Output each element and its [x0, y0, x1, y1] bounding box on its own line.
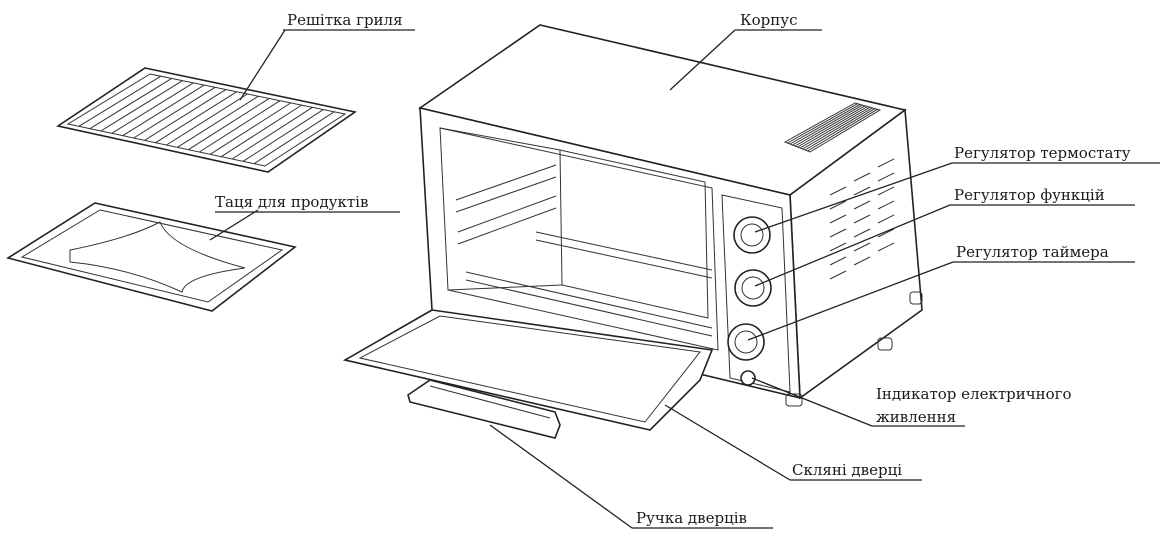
- label-function-knob: Регулятор функцій: [954, 186, 1105, 204]
- label-thermostat-knob: Регулятор термостату: [954, 144, 1131, 162]
- label-power-indicator-1: Індикатор електричного: [876, 385, 1072, 403]
- timer-knob[interactable]: [727, 323, 765, 361]
- label-glass-door: Скляні дверці: [792, 461, 902, 479]
- food-tray: [6, 202, 297, 312]
- grill-rack: [55, 67, 357, 173]
- label-door-handle: Ручка дверців: [636, 509, 747, 527]
- label-timer-knob: Регулятор таймера: [956, 243, 1109, 261]
- glass-door[interactable]: [342, 309, 714, 431]
- leader-lines: [209, 29, 1160, 529]
- door-handle[interactable]: [407, 379, 561, 439]
- label-housing: Корпус: [740, 11, 797, 29]
- label-power-indicator-2: живлення: [876, 408, 956, 426]
- function-knob[interactable]: [734, 269, 772, 307]
- thermostat-knob[interactable]: [733, 216, 771, 254]
- label-grill-rack: Решітка гриля: [287, 11, 403, 29]
- power-indicator: [740, 370, 756, 386]
- label-food-tray: Таця для продуктів: [215, 193, 368, 211]
